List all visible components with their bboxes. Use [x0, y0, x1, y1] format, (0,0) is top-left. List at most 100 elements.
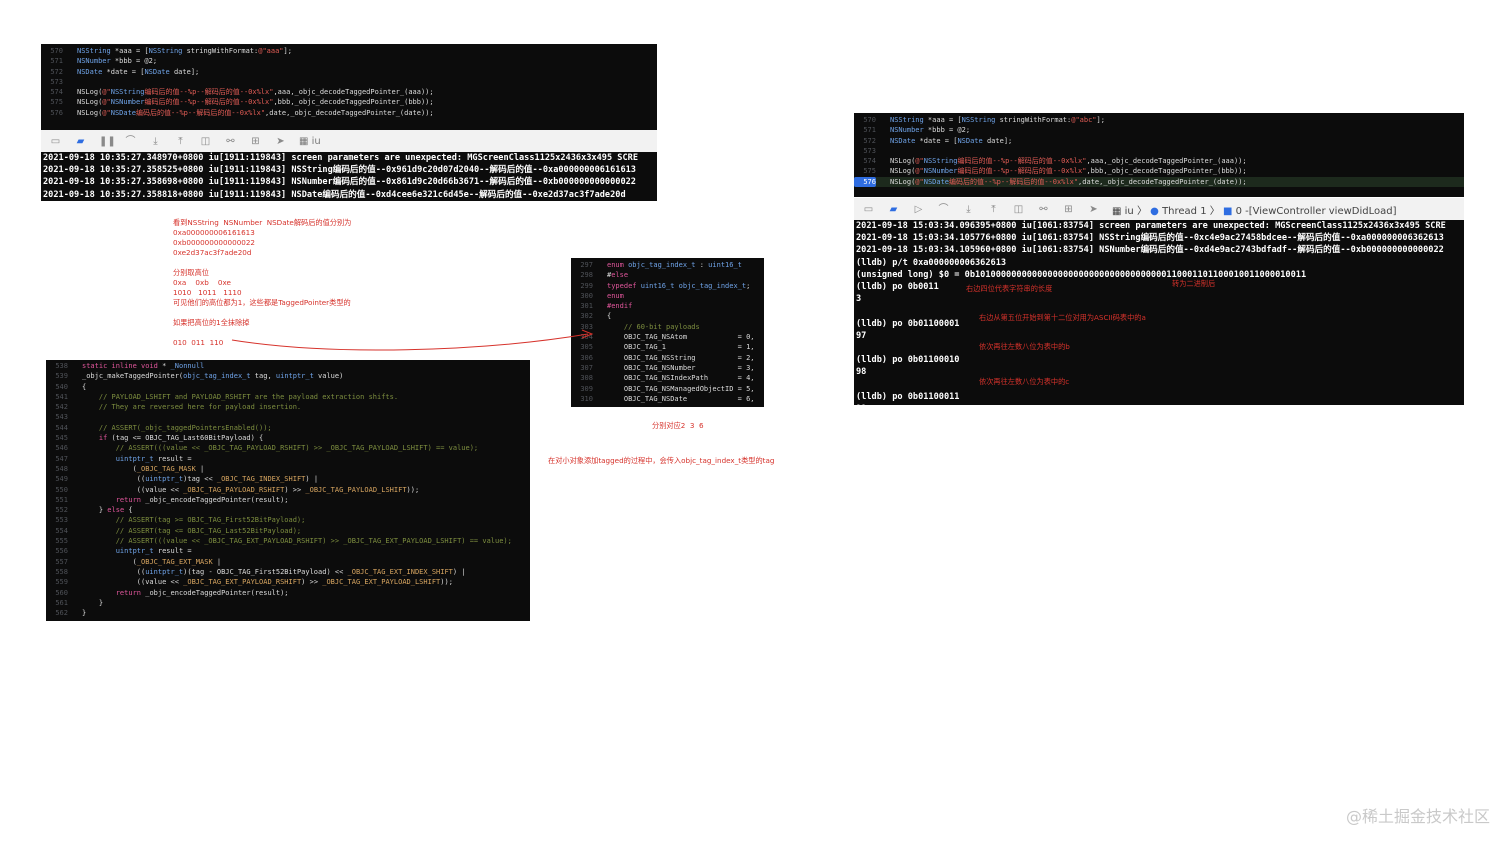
note-right-1: 右边四位代表字符串的长度 [966, 284, 1053, 293]
step-into-icon[interactable]: ⤓ [966, 203, 971, 215]
breakpoints-icon[interactable]: ▰ [76, 135, 85, 147]
code-line: 555 // ASSERT(((value << _OBJC_TAG_EXT_P… [46, 536, 530, 546]
code-line: 539 _objc_makeTaggedPointer(objc_tag_inde… [46, 371, 530, 381]
line-text: { [607, 312, 612, 321]
step-out-icon[interactable]: ⤒ [991, 203, 996, 215]
target-label[interactable]: ▦ iu [1112, 205, 1134, 217]
line-number: 572 [50, 67, 63, 76]
step-over-icon[interactable]: ⌒ [125, 135, 136, 147]
view-hierarchy-icon[interactable]: ◫ [1013, 203, 1024, 215]
line-text: uintptr_t result = [115, 547, 192, 556]
frame-label[interactable]: ■ 0 -[ViewController viewDidLoad] [1223, 206, 1397, 217]
line-text: OBJC_TAG_NSString = 2, [607, 353, 755, 362]
step-out-icon[interactable]: ⤒ [178, 135, 183, 147]
line-number: 555 [55, 537, 68, 546]
line-text: NSNumber *bbb = @2; [890, 126, 971, 135]
code-line: 550 ((value << _OBJC_TAG_PAYLOAD_RSHIFT)… [46, 485, 530, 495]
line-text: _objc_makeTaggedPointer(objc_tag_index_t… [82, 372, 344, 381]
environment-icon[interactable]: ⊞ [1064, 203, 1073, 215]
line-text: (_OBJC_TAG_EXT_MASK | [82, 557, 222, 566]
code-line: 310 OBJC_TAG_NSDate = 6, [571, 394, 764, 404]
line-number: 304 [580, 333, 593, 342]
memory-graph-icon[interactable]: ⚯ [226, 135, 235, 147]
line-number: 561 [55, 598, 68, 607]
line-number: 576 [854, 176, 876, 188]
continue-icon[interactable]: ▷ [914, 203, 923, 215]
line-text: } [82, 598, 104, 607]
code-line: 548 (_OBJC_TAG_MASK | [46, 464, 530, 474]
step-over-icon[interactable]: ⌒ [938, 203, 949, 215]
line-text: OBJC_TAG_NSNumber = 3, [607, 363, 755, 372]
hide-console-icon[interactable]: ▭ [863, 203, 874, 215]
line-text: OBJC_TAG_NSManagedObjectID = 5, [607, 384, 755, 393]
line-text: OBJC_TAG_NSIndexPath = 4, [607, 374, 755, 383]
line-number: 558 [55, 567, 68, 576]
console-line: 2021-09-18 15:03:34.105960+0800 iu[1061:… [856, 245, 1444, 256]
code-line: 554 // ASSERT(tag <= OBJC_TAG_Last52BitP… [46, 526, 530, 536]
thread-label[interactable]: ● Thread 1 [1150, 206, 1206, 217]
top-debug-toolbar: ▭ ▰ ❚❚ ⌒ ⤓ ⤒ ◫ ⚯ ⊞ ➤ ▦ iu [41, 130, 657, 152]
console-line: 2021-09-18 10:35:27.348970+0800 iu[1911:… [43, 153, 638, 163]
target-label[interactable]: ▦ iu [299, 135, 321, 147]
code-line: 302{ [571, 311, 764, 321]
pause-icon[interactable]: ❚❚ [99, 135, 116, 147]
code-line: 307 OBJC_TAG_NSNumber = 3, [571, 363, 764, 373]
environment-icon[interactable]: ⊞ [251, 135, 260, 147]
line-text: // 60-bit payloads [607, 322, 700, 331]
line-number: 560 [55, 588, 68, 597]
code-line: 545 if (tag <= OBJC_TAG_Last60BitPayload… [46, 433, 530, 443]
line-text: OBJC_TAG_1 = 1, [607, 343, 755, 352]
console-line: (unsigned long) $0 = 0b10100000000000000… [856, 269, 1307, 280]
line-number: 306 [580, 353, 593, 362]
code-line: 543 [46, 412, 530, 422]
step-into-icon[interactable]: ⤓ [153, 135, 158, 147]
line-number: 539 [55, 372, 68, 381]
line-text: enum [607, 291, 624, 300]
target-name: iu [311, 135, 321, 147]
note-right-2: 转为二进制后 [1172, 279, 1216, 288]
line-text: static inline void * _Nonnull [82, 362, 205, 370]
console-line: 2021-09-18 15:03:34.105776+0800 iu[1061:… [856, 233, 1444, 244]
line-text: // ASSERT(((value << _OBJC_TAG_PAYLOAD_R… [82, 444, 479, 453]
line-text: ((uintptr_t)(tag - OBJC_TAG_First52BitPa… [82, 567, 466, 576]
line-text: #else [607, 271, 629, 280]
breakpoints-icon[interactable]: ▰ [889, 203, 898, 215]
right-console: 2021-09-18 15:03:34.096395+0800 iu[1061:… [854, 220, 1464, 405]
view-hierarchy-icon[interactable]: ◫ [200, 135, 211, 147]
console-line: (lldb) po 0b01100010 [856, 355, 960, 366]
line-text: // ASSERT(((value << _OBJC_TAG_EXT_PAYLO… [82, 537, 512, 546]
line-number: 297 [580, 261, 593, 269]
console-line: (lldb) po 0b0011 [856, 282, 939, 293]
code-line: 540{ [46, 382, 530, 392]
frame-icon: ■ [1222, 205, 1233, 217]
thread-name: Thread 1 [1162, 205, 1207, 217]
line-text: ((value << _OBJC_TAG_EXT_PAYLOAD_RSHIFT)… [82, 578, 453, 587]
code-line: 573 [41, 77, 657, 87]
console-line: 2021-09-18 15:03:34.096395+0800 iu[1061:… [856, 221, 1446, 231]
line-number: 548 [55, 464, 68, 473]
breadcrumb-chevron-icon: 〉 [1209, 205, 1220, 217]
frame-name: 0 -[ViewController viewDidLoad] [1235, 205, 1397, 217]
location-icon[interactable]: ➤ [276, 135, 285, 147]
line-text: NSLog(@"NSString编码后的值--%p--解码后的值--0x%lx"… [77, 88, 434, 97]
line-text: NSString *aaa = [NSString stringWithForm… [890, 116, 1105, 124]
line-text: OBJC_TAG_NSDate = 6, [607, 394, 755, 403]
code-line: 541 // PAYLOAD_LSHIFT and PAYLOAD_RSHIFT… [46, 392, 530, 402]
line-text: typedef uint16_t objc_tag_index_t; [607, 281, 751, 290]
code-line: 551 return _objc_encodeTaggedPointer(res… [46, 495, 530, 505]
code-line: 557 (_OBJC_TAG_EXT_MASK | [46, 557, 530, 567]
location-icon[interactable]: ➤ [1089, 203, 1098, 215]
line-text: return _objc_encodeTaggedPointer(result)… [115, 588, 289, 597]
line-number: 550 [55, 485, 68, 494]
memory-graph-icon[interactable]: ⚯ [1039, 203, 1048, 215]
hide-console-icon[interactable]: ▭ [50, 135, 61, 147]
line-text: NSNumber *bbb = @2; [77, 57, 158, 66]
